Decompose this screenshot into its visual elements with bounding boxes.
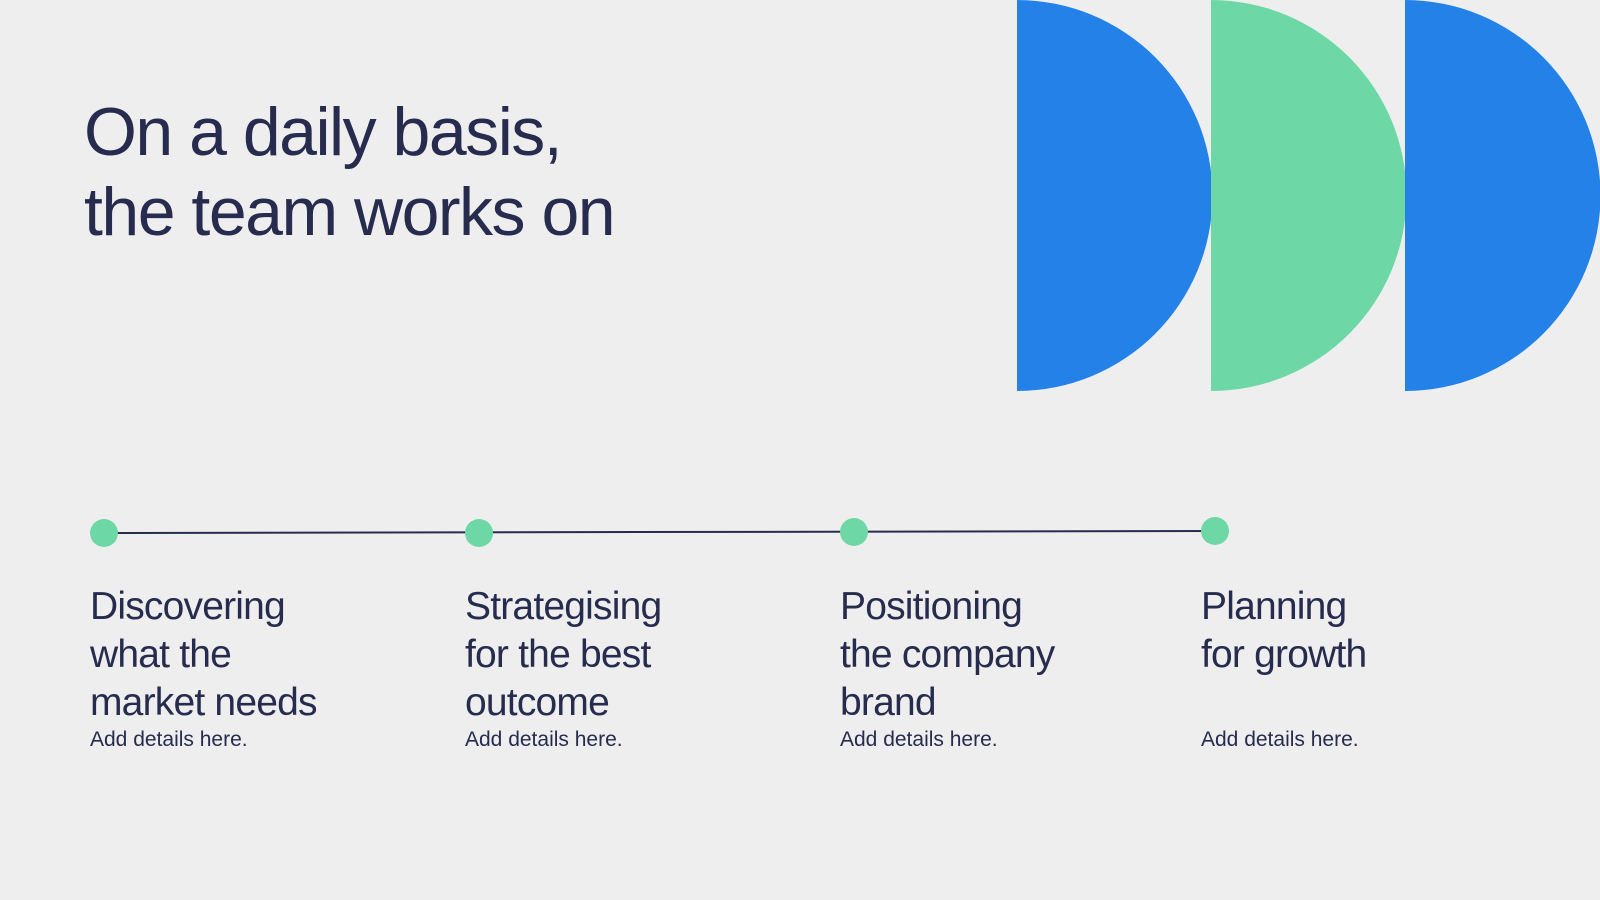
step-heading-line: for the best <box>465 633 651 676</box>
step-detail: Add details here. <box>840 728 998 751</box>
step-heading-line: what the <box>90 633 232 676</box>
decorative-half-circles <box>1017 0 1600 391</box>
step-positioning: Positioning the company brand Add detail… <box>840 583 1160 753</box>
step-heading-line: for growth <box>1201 633 1367 676</box>
step-strategising: Strategising for the best outcome Add de… <box>465 583 785 753</box>
timeline-dot-2 <box>465 519 493 547</box>
timeline-line <box>103 530 1216 534</box>
step-discovering: Discovering what the market needs Add de… <box>90 583 410 753</box>
step-heading-line: the company <box>840 633 1055 676</box>
step-heading-line: market needs <box>90 681 317 724</box>
step-heading: Positioning the company brand <box>840 583 1160 727</box>
slide-title: On a daily basis, the team works on <box>84 92 784 252</box>
half-circle-green <box>1211 0 1407 391</box>
step-detail: Add details here. <box>1201 728 1359 751</box>
title-line-1: On a daily basis, <box>84 94 563 170</box>
step-detail: Add details here. <box>90 728 248 751</box>
timeline-dot-1 <box>90 519 118 547</box>
step-heading-line: Strategising <box>465 585 662 628</box>
step-heading: Discovering what the market needs <box>90 583 410 727</box>
step-heading-line: Discovering <box>90 585 286 628</box>
step-heading-line: outcome <box>465 681 610 724</box>
step-detail: Add details here. <box>465 728 623 751</box>
step-heading-line: Planning <box>1201 585 1347 628</box>
title-line-2: the team works on <box>84 174 616 250</box>
step-planning: Planning for growth Add details here. <box>1201 583 1521 753</box>
half-circle-blue-1 <box>1017 0 1213 391</box>
step-heading-line: Positioning <box>840 585 1023 628</box>
step-heading: Strategising for the best outcome <box>465 583 785 727</box>
timeline-dot-4 <box>1201 517 1229 545</box>
timeline-dot-3 <box>840 518 868 546</box>
step-heading: Planning for growth <box>1201 583 1521 727</box>
step-heading-line: brand <box>840 681 937 724</box>
half-circle-blue-2 <box>1405 0 1600 391</box>
